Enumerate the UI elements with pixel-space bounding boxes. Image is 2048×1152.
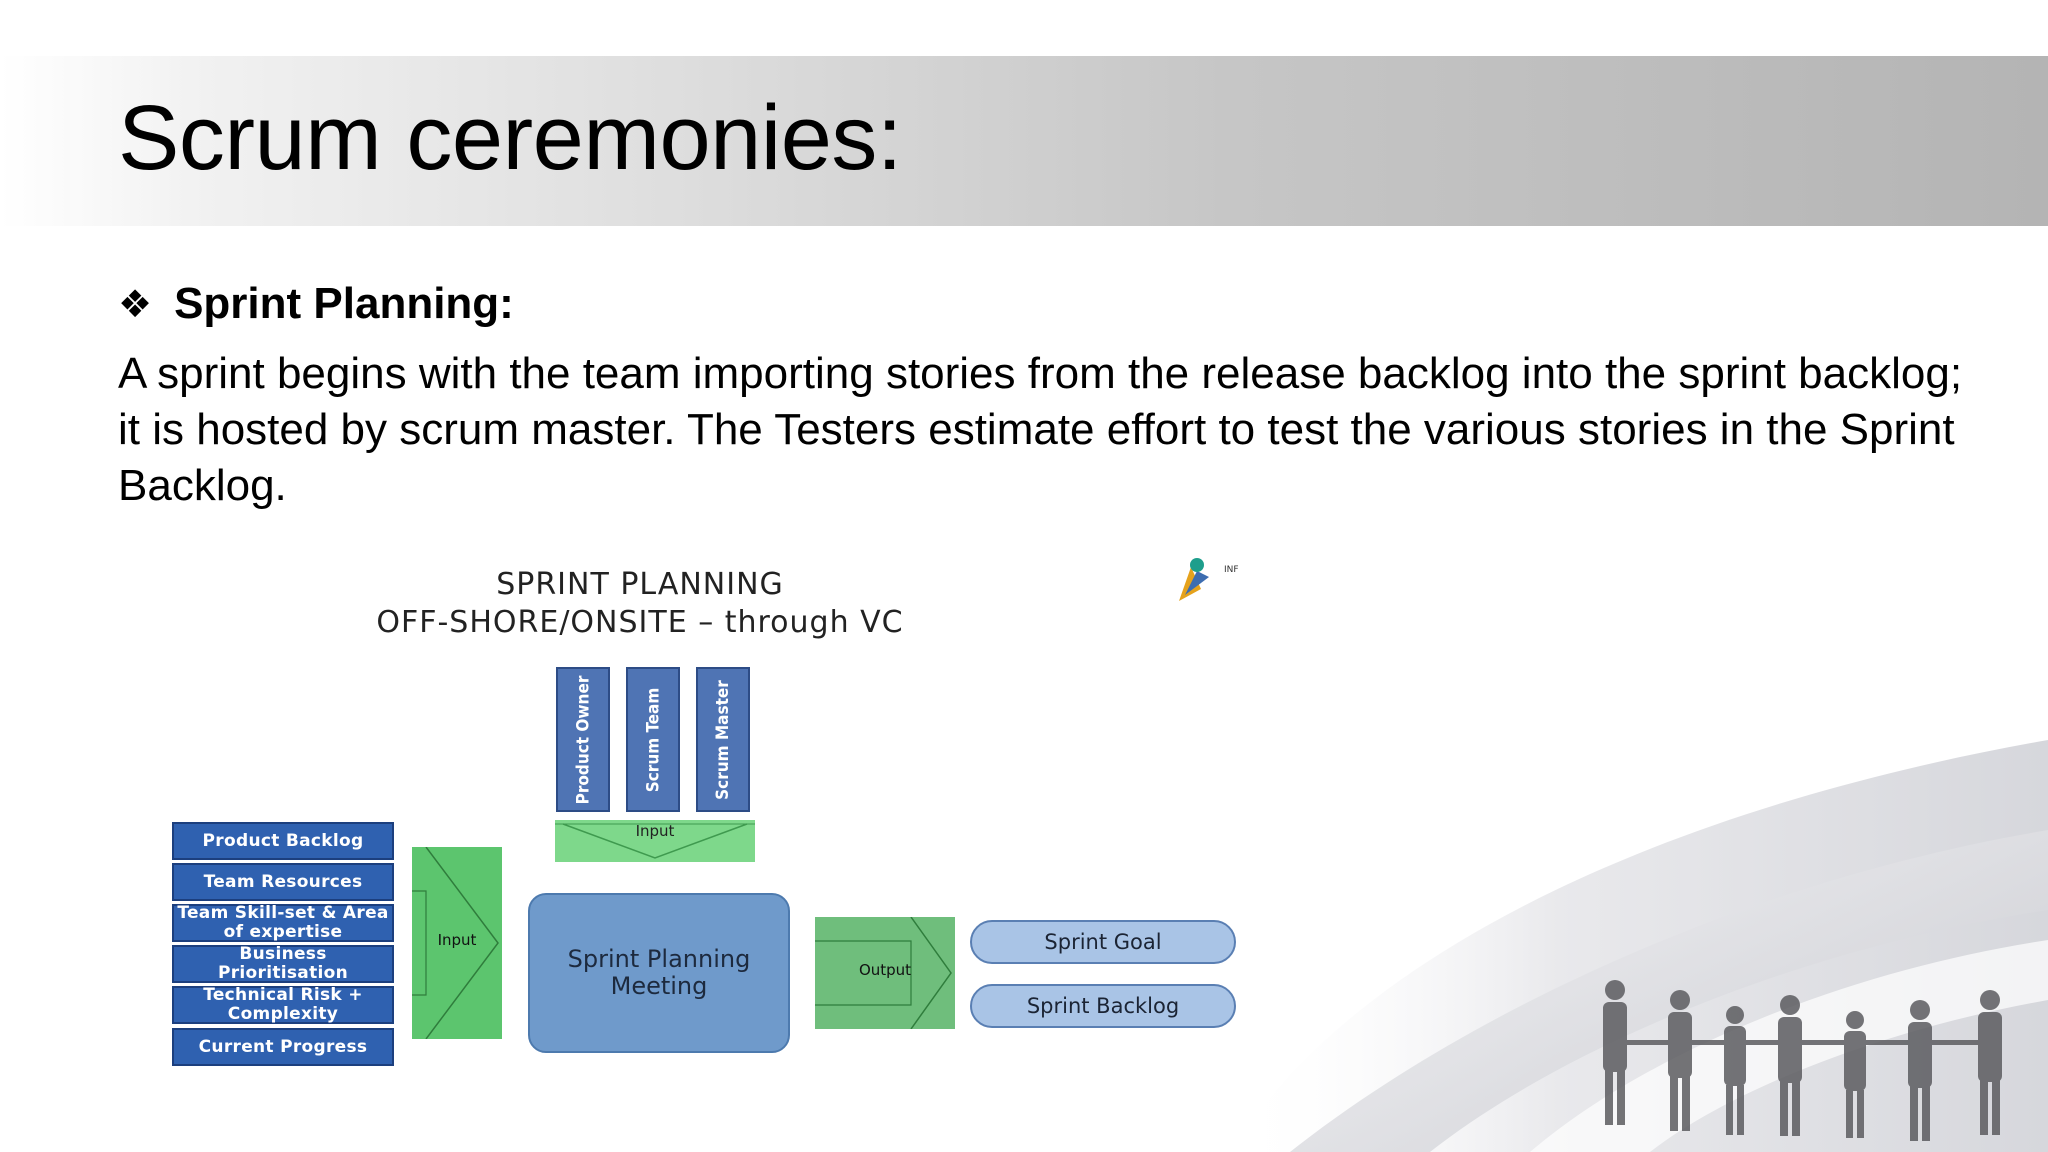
role-label: Product Owner [573, 675, 593, 804]
input-team-skill-set: Team Skill-set & Area of expertise [172, 904, 394, 942]
section-heading-text: Sprint Planning: [174, 279, 514, 328]
top-input-label: Input [635, 822, 675, 840]
input-business-prioritisation: Business Prioritisation [172, 945, 394, 983]
role-product-owner: Product Owner [556, 667, 610, 812]
role-label: Scrum Master [713, 679, 733, 800]
diagram-subtitle: OFF-SHORE/ONSITE – through VC [376, 605, 904, 640]
slide-title: Scrum ceremonies: [118, 87, 902, 189]
role-label: Scrum Team [643, 687, 663, 792]
top-input-arrow [555, 820, 755, 862]
title-band [0, 56, 2048, 226]
role-scrum-team: Scrum Team [626, 667, 680, 812]
sprint-planning-meeting-box: Sprint Planning Meeting [528, 893, 790, 1053]
input-product-backlog: Product Backlog [172, 822, 394, 860]
output-sprint-backlog: Sprint Backlog [970, 984, 1236, 1028]
output-sprint-goal: Sprint Goal [970, 920, 1236, 964]
output-label: Output [858, 961, 912, 979]
output-arrow [815, 917, 955, 1029]
diamond-bullet-icon: ❖ [118, 282, 153, 326]
diagram-title: SPRINT PLANNING [496, 567, 784, 602]
input-team-resources: Team Resources [172, 863, 394, 901]
logo-text: INF [1224, 565, 1239, 575]
section-heading: ❖ Sprint Planning: [118, 279, 514, 329]
sprint-planning-diagram: SPRINT PLANNING OFF-SHORE/ONSITE – throu… [150, 545, 1260, 1080]
decorative-people-background [1230, 580, 2048, 1152]
input-current-progress: Current Progress [172, 1028, 394, 1066]
side-input-label: Input [437, 931, 477, 949]
input-technical-risk: Technical Risk + Complexity [172, 986, 394, 1024]
role-scrum-master: Scrum Master [696, 667, 750, 812]
body-paragraph: A sprint begins with the team importing … [118, 349, 1963, 510]
company-logo-icon [1179, 558, 1209, 601]
side-input-arrow [412, 847, 502, 1039]
